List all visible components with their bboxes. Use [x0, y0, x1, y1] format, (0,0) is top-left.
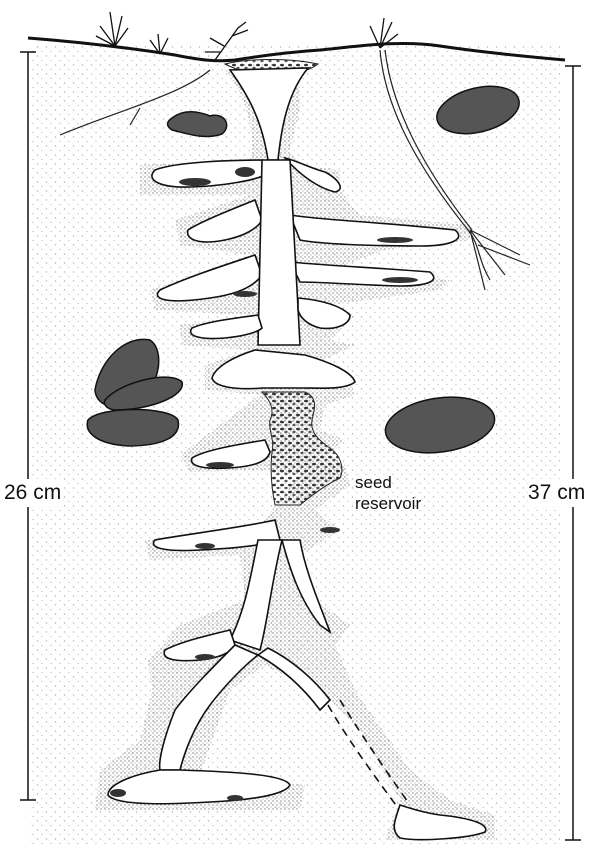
seed-label-line2: reservoir	[355, 493, 421, 514]
right-depth-label: 37 cm	[528, 479, 585, 507]
depth-scale-right	[565, 66, 581, 840]
seed-label-line1: seed	[355, 472, 421, 493]
seed-reservoir-label: seed reservoir	[355, 472, 421, 514]
left-depth-label: 26 cm	[4, 479, 61, 507]
